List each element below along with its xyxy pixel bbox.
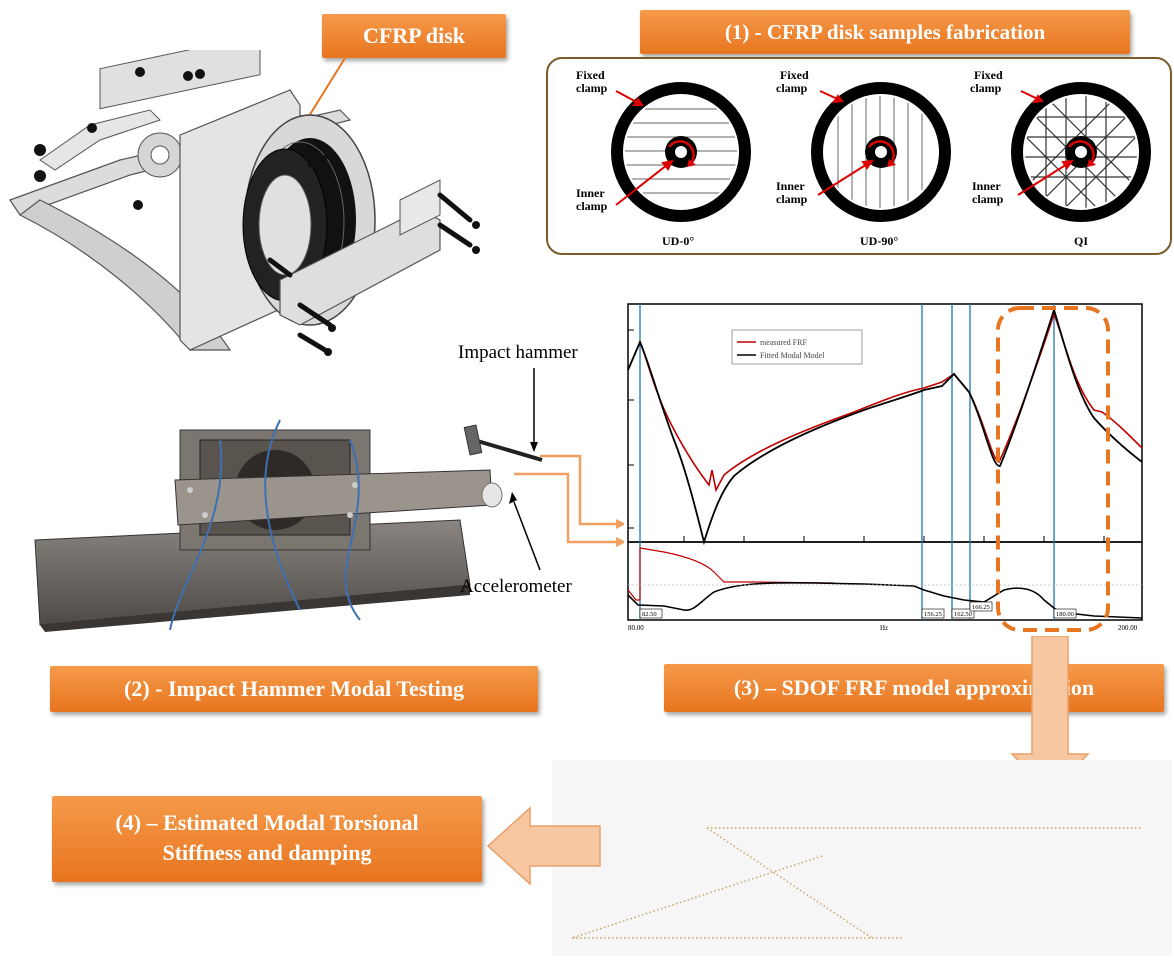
sample-ud0-disk (611, 82, 751, 222)
measured-phase-curve (627, 547, 835, 601)
fitted-model-curve (627, 307, 1143, 546)
step2-label: (2) - Impact Hammer Modal Testing (50, 666, 538, 712)
marker-2: 156.25 (924, 611, 942, 618)
fixture-cad-drawing (9, 50, 480, 356)
legend-measured: measured FRF (760, 338, 807, 347)
marker-1: 82.50 (642, 611, 657, 618)
step3-label: (3) – SDOF FRF model approximation (664, 664, 1164, 712)
sample3-caption: QI (1074, 234, 1089, 248)
step4-label: (4) – Estimated Modal Torsional Stiffnes… (52, 796, 482, 882)
sample-qi-disk (1011, 82, 1151, 222)
legend-fitted: Fitted Modal Model (760, 351, 825, 360)
marker-3: 162.50 (954, 611, 972, 618)
sample-ud90-disk (811, 82, 951, 222)
step1-label: (1) - CFRP disk samples fabrication (640, 10, 1130, 54)
marker-5: 180.00 (1056, 611, 1074, 618)
results-area (552, 760, 1172, 956)
frf-legend (731, 329, 863, 365)
test-rig-photo (34, 419, 503, 632)
impact-hammer-label: Impact hammer (458, 342, 578, 363)
x-axis-start: 80.00 (628, 624, 644, 632)
sample2-caption: UD-90° (860, 234, 899, 248)
x-axis-unit: Hz (880, 624, 888, 632)
accelerometer-label: Accelerometer (460, 576, 572, 597)
impact-hammer-icon (463, 424, 543, 462)
x-axis-end: 200.00 (1118, 624, 1138, 632)
results-sketch (571, 827, 1142, 939)
left-arrow (486, 806, 601, 886)
fitted-phase-curve (627, 581, 1143, 619)
marker-4: 166.25 (972, 604, 990, 611)
sample1-caption: UD-0° (662, 234, 695, 248)
resonance-highlight (996, 306, 1110, 632)
cfrp-disk-label: CFRP disk (322, 14, 506, 58)
frf-plot: measured FRF Fitted Modal Model 82.50 15… (624, 300, 1146, 634)
samples-drawing (611, 82, 1151, 222)
pointer-arrows (509, 368, 626, 571)
